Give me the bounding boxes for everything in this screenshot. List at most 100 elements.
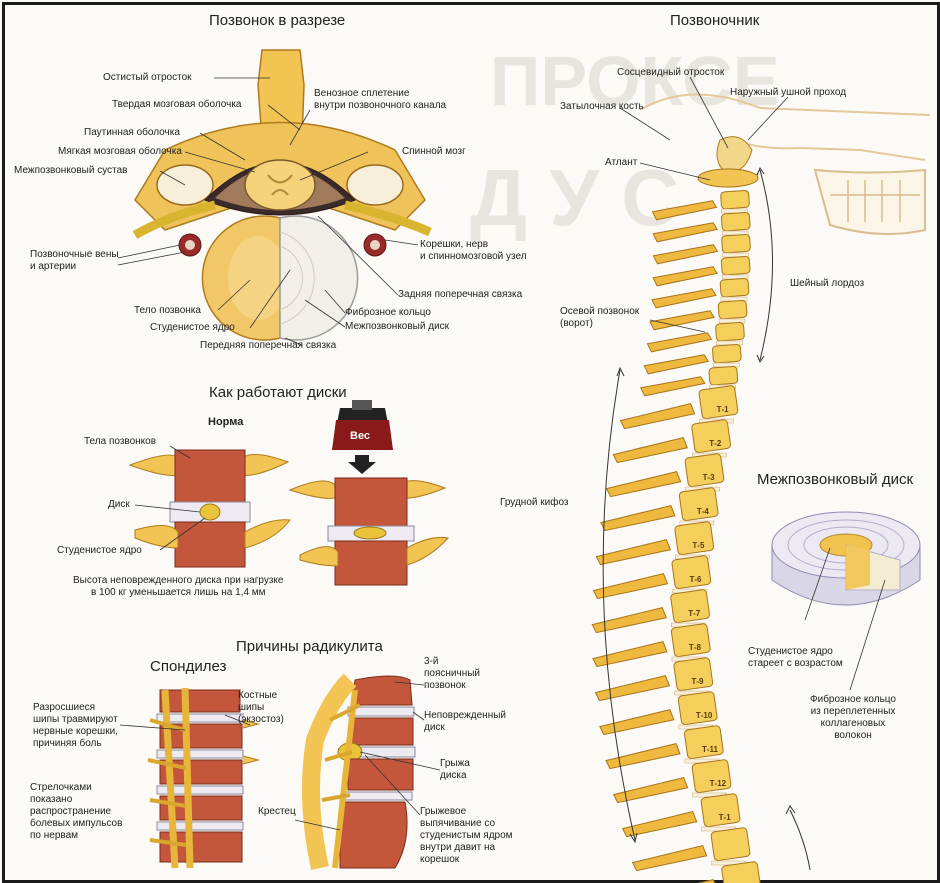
label-l3: 3-й поясничный позвонок (424, 656, 481, 691)
vertebra-cross-section (132, 49, 432, 341)
label-vessels: Позвоночные вены и артерии (30, 249, 119, 272)
spine-leaders (619, 76, 789, 333)
label-venous: Венозное сплетение внутри позвоночного к… (314, 88, 447, 111)
label-mastoid: Сосцевидный отросток (617, 67, 725, 78)
spine-arrows (602, 166, 811, 871)
spinous-process-8 (640, 376, 706, 397)
spinous-process-0 (651, 200, 718, 221)
nerve-root-right (344, 200, 432, 237)
vertebra-tag: Т-5 (692, 541, 705, 550)
label-disc-note: Высота неповрежденного диска при нагрузк… (73, 575, 284, 598)
vertebra-tag: Т-7 (688, 609, 701, 618)
spinous-process-21 (621, 811, 698, 838)
vertebral-body-5 (717, 299, 748, 320)
label-arrows-note: Стрелочками показано распространение бол… (30, 782, 123, 841)
spinous-process-16 (592, 641, 668, 668)
spinous-process-20 (612, 777, 689, 804)
upper-vertebral-body (174, 449, 246, 503)
vertebral-body-20 (691, 759, 732, 793)
label-bodies: Тела позвонков (84, 436, 157, 447)
spinous-process-7 (643, 354, 710, 375)
label-annulus: Фиброзное кольцо (345, 307, 431, 318)
svg-text:Д У С: Д У С (470, 153, 679, 242)
vertebra-tag: Т-1 (717, 405, 730, 414)
vertebra-tag: Т-10 (696, 711, 713, 720)
label-pia: Мягкая мозговая оболочка (58, 146, 182, 157)
spinous-process-17 (594, 675, 671, 702)
background-watermark: ПРОКСЕ Д У С (470, 42, 780, 242)
vertebral-body-0 (720, 189, 750, 210)
spinous-process-4 (651, 288, 717, 309)
bone-spurs (242, 719, 260, 765)
vertebral-body-7 (712, 343, 742, 364)
lower-vertebral-body (174, 521, 246, 568)
spinous-process-9 (619, 403, 696, 430)
label-atlas: Атлант (605, 157, 638, 168)
spinous-process-1 (652, 222, 718, 243)
label-exostosis: Костные шипы (экзостоз) (238, 690, 284, 725)
svg-text:ПРОКСЕ: ПРОКСЕ (490, 42, 780, 120)
heading-radiculitis: Причины радикулита (236, 638, 383, 655)
disc-7 (712, 362, 740, 368)
vertebral-body-15 (670, 589, 710, 623)
label-arachnoid: Паутинная оболочка (84, 127, 180, 138)
label-facet: Межпозвонковый сустав (14, 165, 128, 176)
label-spurs: Разросшиеся шипы травмируют нервные коре… (33, 702, 118, 749)
weight-label: Вес (350, 430, 371, 442)
label-dura: Твердая мозговая оболочка (112, 99, 242, 110)
mastoid-bone (716, 136, 753, 173)
label-thoracic: Грудной кифоз (500, 497, 569, 508)
vertebra-tag: Т-11 (702, 745, 719, 754)
intervertebral-disc-3d (771, 511, 921, 606)
heading-norm: Норма (208, 416, 244, 428)
spinous-process-18 (599, 709, 675, 736)
spinal-cord (244, 159, 316, 211)
disc-load-diagram (288, 400, 449, 586)
label-anterior-lig: Передняя поперечная связка (200, 340, 337, 351)
label-posterior-lig: Задняя поперечная связка (398, 289, 523, 300)
intervertebral-disc-cut (279, 215, 359, 341)
label-ivdisc-annulus: Фиброзное кольцо из переплетенных коллаг… (810, 694, 896, 741)
vertebra-tag: Т-8 (689, 643, 702, 652)
heading-discs: Как работают диски (209, 384, 347, 401)
vertebra-tag: Т-4 (697, 507, 710, 516)
spinous-process-3 (652, 266, 718, 287)
vertebra-tag: Т-3 (703, 473, 716, 482)
vertebral-body-18 (677, 691, 718, 725)
nerve-root-left (132, 200, 216, 239)
spinous-process-22 (631, 845, 708, 872)
vertebral-body-11 (684, 453, 725, 487)
label-roots: Корешки, нерв и спинномозговой узел (420, 239, 527, 262)
spinous-process-19 (605, 743, 681, 770)
label-protrusion: Грыжевое выпячивание со студенистым ядро… (420, 806, 513, 865)
nucleus-compressed (353, 526, 387, 540)
disc-leaders (134, 445, 206, 551)
nucleus-norm (199, 503, 221, 521)
heading-section: Позвонок в разрезе (209, 12, 346, 29)
vertebral-body-22 (710, 827, 751, 861)
spinous-process-23 (697, 879, 716, 883)
label-sacrum: Крестец (258, 806, 296, 817)
vertebral-body-12 (678, 487, 719, 521)
spinous-process-11 (605, 471, 682, 498)
vertebral-body-23 (721, 861, 761, 883)
vertebral-body-4 (719, 277, 750, 298)
vertebral-body-2 (721, 233, 751, 254)
spinal-column: Т-1Т-2Т-3Т-4Т-5Т-6Т-7Т-8Т-9Т-10Т-11Т-12Т… (591, 168, 761, 883)
vertebral-body-9 (698, 385, 739, 419)
vertebra-tag: Т-2 (709, 439, 722, 448)
label-intact-disc: Неповрежденный диск (424, 710, 506, 733)
radic-leaders (119, 681, 441, 831)
spinous-process-15 (591, 607, 667, 634)
label-ivdisc-nucleus: Студенистое ядро стареет с возрастом (748, 646, 843, 669)
vertebral-body-16 (670, 623, 711, 657)
label-axis: Осевой позвонок (ворот) (560, 306, 640, 329)
load-arrow (348, 455, 376, 474)
vertebra-tag: Т-12 (710, 779, 727, 788)
spinous-process-10 (612, 437, 688, 464)
spinous-process-6 (646, 332, 713, 353)
vertebral-body-21 (700, 793, 741, 827)
vertebral-body-6 (715, 321, 745, 342)
